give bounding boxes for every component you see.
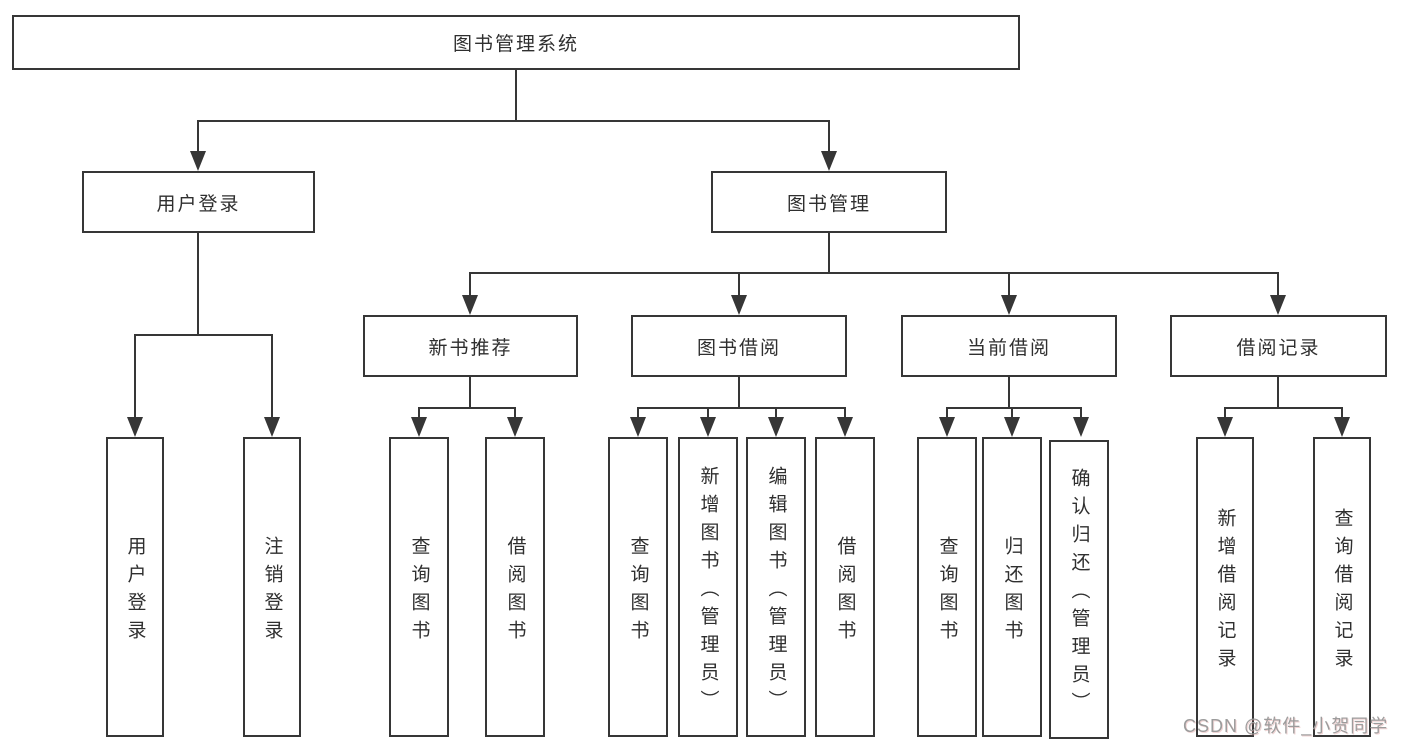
leaf-borrow-add-books-admin-label: 新增图书（管理员） — [697, 465, 719, 718]
arrow-down-icon — [507, 417, 523, 437]
connector-line — [707, 407, 709, 421]
node-book-borrow: 图书借阅 — [631, 315, 847, 377]
node-book-management-label: 图书管理 — [786, 193, 871, 215]
connector-line — [1008, 272, 1010, 298]
leaf-current-confirm-return-admin-label: 确认归还（管理员） — [1068, 468, 1090, 720]
node-user-login-label: 用户登录 — [156, 193, 241, 215]
connector-line — [844, 407, 846, 421]
node-root: 图书管理系统 — [12, 15, 1020, 70]
leaf-recommend-borrow-books: 借阅图书 — [485, 437, 545, 737]
leaf-borrow-query-books: 查询图书 — [608, 437, 668, 737]
arrow-down-icon — [462, 295, 478, 315]
leaf-recommend-borrow-books-label: 借阅图书 — [504, 535, 526, 648]
arrow-down-icon — [1334, 417, 1350, 437]
arrow-down-icon — [127, 417, 143, 437]
leaf-recommend-query-books-label: 查询图书 — [408, 535, 430, 648]
connector-line — [1224, 407, 1226, 421]
leaf-recommend-query-books: 查询图书 — [389, 437, 449, 737]
connector-line — [197, 120, 830, 122]
node-user-login: 用户登录 — [82, 171, 315, 233]
connector-line — [1277, 377, 1279, 409]
connector-line — [197, 120, 199, 155]
leaf-records-query-record: 查询借阅记录 — [1313, 437, 1371, 737]
node-book-borrow-label: 图书借阅 — [696, 337, 781, 359]
leaf-borrow-edit-books-admin-label: 编辑图书（管理员） — [765, 465, 787, 718]
leaf-current-query-books-label: 查询图书 — [936, 535, 958, 648]
connector-line — [469, 272, 1279, 274]
node-current-borrow: 当前借阅 — [901, 315, 1117, 377]
leaf-records-add-record-label: 新增借阅记录 — [1214, 507, 1236, 676]
connector-line — [946, 407, 948, 421]
arrow-down-icon — [821, 151, 837, 171]
connector-line — [1011, 407, 1013, 421]
connector-line — [134, 334, 273, 336]
arrow-down-icon — [264, 417, 280, 437]
connector-line — [515, 70, 517, 121]
leaf-user-login-label: 用户登录 — [124, 535, 146, 648]
leaf-borrow-edit-books-admin: 编辑图书（管理员） — [746, 437, 806, 737]
leaf-borrow-borrow-books: 借阅图书 — [815, 437, 875, 737]
leaf-current-return-books: 归还图书 — [982, 437, 1042, 737]
leaf-borrow-query-books-label: 查询图书 — [627, 535, 649, 648]
connector-line — [738, 272, 740, 298]
connector-line — [828, 120, 830, 155]
leaf-borrow-add-books-admin: 新增图书（管理员） — [678, 437, 738, 737]
arrow-down-icon — [700, 417, 716, 437]
csdn-watermark: CSDN @软件_小贺同学 — [1183, 716, 1389, 736]
leaf-borrow-borrow-books-label: 借阅图书 — [834, 535, 856, 648]
arrow-down-icon — [731, 295, 747, 315]
leaf-records-query-record-label: 查询借阅记录 — [1331, 507, 1353, 676]
connector-line — [1341, 407, 1343, 421]
leaf-logout: 注销登录 — [243, 437, 301, 737]
connector-line — [418, 407, 420, 421]
node-new-book-recommend: 新书推荐 — [363, 315, 578, 377]
leaf-current-return-books-label: 归还图书 — [1001, 535, 1023, 648]
connector-line — [197, 233, 199, 336]
connector-line — [1008, 377, 1010, 409]
arrow-down-icon — [1073, 417, 1089, 437]
arrow-down-icon — [1217, 417, 1233, 437]
arrow-down-icon — [190, 151, 206, 171]
connector-line — [738, 377, 740, 409]
node-borrow-records-label: 借阅记录 — [1236, 337, 1321, 359]
connector-line — [134, 334, 136, 421]
leaf-logout-label: 注销登录 — [261, 535, 283, 648]
connector-line — [271, 334, 273, 421]
arrow-down-icon — [939, 417, 955, 437]
node-borrow-records: 借阅记录 — [1170, 315, 1387, 377]
connector-line — [418, 407, 516, 409]
arrow-down-icon — [1001, 295, 1017, 315]
node-current-borrow-label: 当前借阅 — [966, 337, 1051, 359]
leaf-user-login: 用户登录 — [106, 437, 164, 737]
leaf-current-confirm-return-admin: 确认归还（管理员） — [1049, 440, 1109, 739]
connector-line — [1080, 407, 1082, 421]
arrow-down-icon — [837, 417, 853, 437]
arrow-down-icon — [411, 417, 427, 437]
arrow-down-icon — [768, 417, 784, 437]
connector-line — [1224, 407, 1343, 409]
arrow-down-icon — [1004, 417, 1020, 437]
connector-line — [637, 407, 639, 421]
node-new-book-recommend-label: 新书推荐 — [428, 337, 513, 359]
connector-line — [469, 272, 471, 298]
connector-line — [828, 233, 830, 273]
node-root-label: 图书管理系统 — [452, 34, 579, 55]
connector-line — [469, 377, 471, 409]
arrow-down-icon — [1270, 295, 1286, 315]
connector-line — [637, 407, 846, 409]
connector-line — [775, 407, 777, 421]
connector-line — [1277, 272, 1279, 298]
connector-line — [514, 407, 516, 421]
leaf-records-add-record: 新增借阅记录 — [1196, 437, 1254, 737]
arrow-down-icon — [630, 417, 646, 437]
node-book-management: 图书管理 — [711, 171, 947, 233]
leaf-current-query-books: 查询图书 — [917, 437, 977, 737]
connector-line — [946, 407, 1082, 409]
